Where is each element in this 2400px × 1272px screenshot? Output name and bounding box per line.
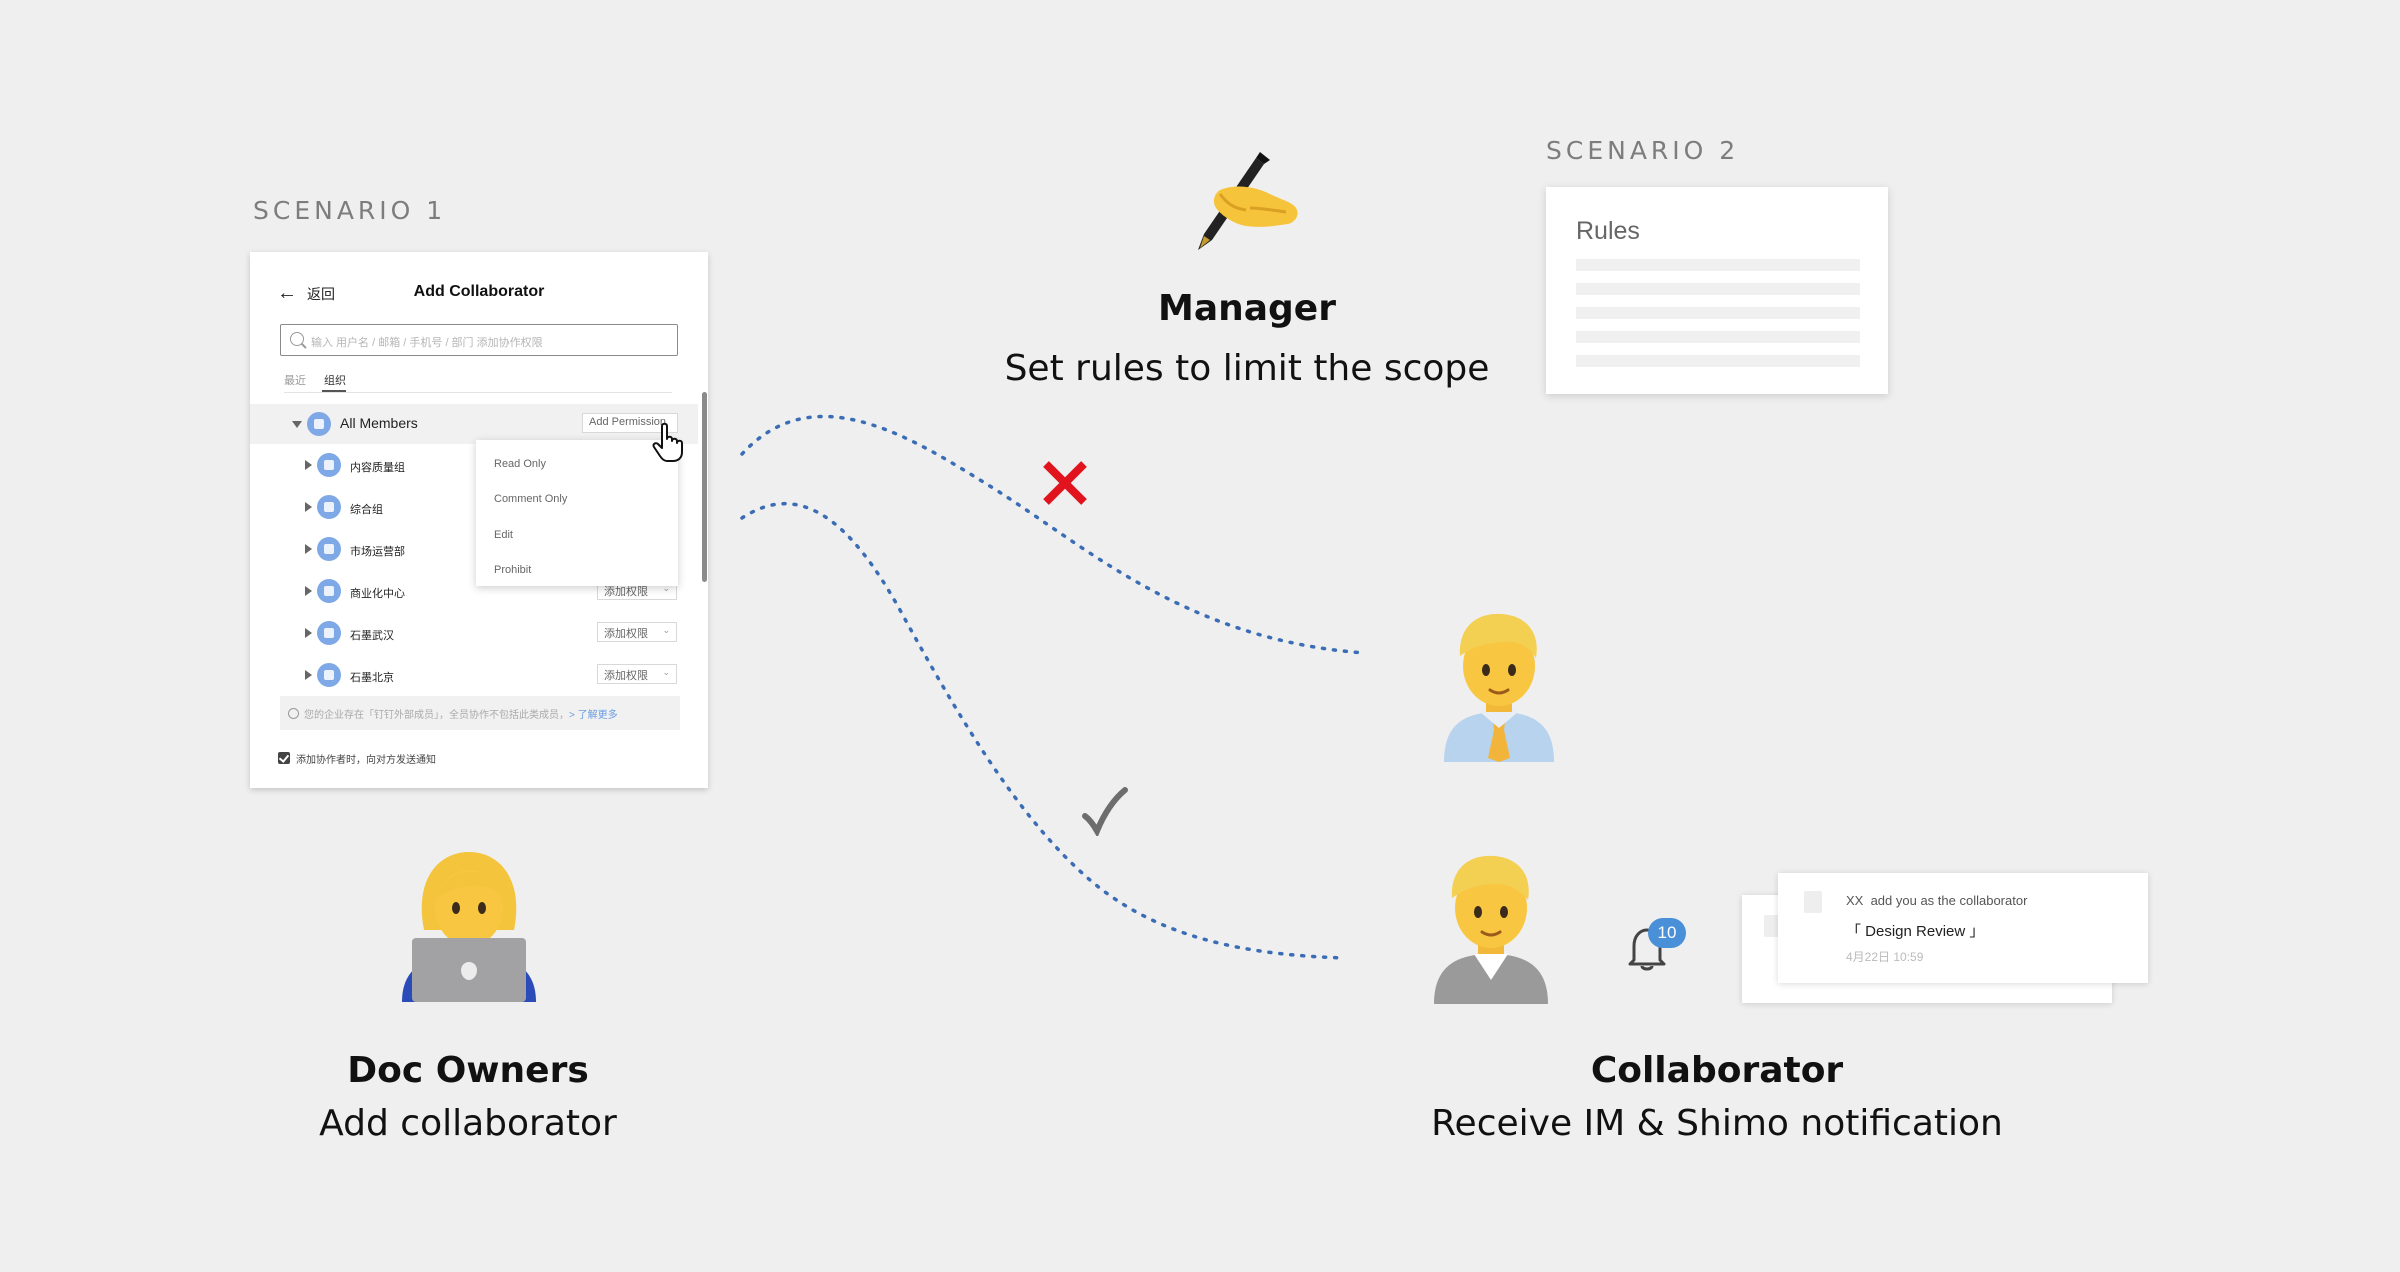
add-permission-button[interactable]: Add Permission [582,413,678,433]
collaborator-title: Collaborator [1590,1050,1844,1091]
scenario-1-label: SCENARIO 1 [253,196,447,225]
list-item[interactable]: 石墨北京 添加权限 ⌄ [250,654,698,696]
org-label: 石墨武汉 [350,630,394,642]
tab-bar: 最近 组织 [284,370,672,393]
list-item[interactable]: 内容质量组 [250,444,698,486]
expand-right-icon[interactable] [305,544,312,554]
allowed-check-icon [1082,787,1128,836]
manager-title: Manager [1158,288,1336,329]
organization-icon [307,412,331,436]
organization-icon [317,579,341,603]
add-permission-button[interactable]: 添加权限 ⌄ [597,622,677,642]
info-icon [288,708,299,719]
back-label[interactable]: 返回 [307,286,335,302]
rule-line [1576,307,1860,319]
document-icon [1764,915,1782,937]
notification-doc-title[interactable]: 「 Design Review 」 [1846,923,1985,940]
menu-item-edit[interactable]: Edit [494,529,513,541]
organization-icon [317,663,341,687]
org-label: 市场运营部 [350,546,405,558]
active-tab-underline [322,390,346,392]
collaborator-person-icon [1434,855,1548,1004]
expand-right-icon[interactable] [305,586,312,596]
notification-card[interactable]: XX add you as the collaborator 「 Design … [1778,873,2148,983]
rule-line [1576,331,1860,343]
expand-right-icon[interactable] [305,502,312,512]
rule-line [1576,355,1860,367]
learn-more-link[interactable]: > 了解更多 [569,710,618,721]
rule-line [1576,259,1860,271]
chevron-down-icon: ⌄ [662,583,670,593]
rule-line [1576,283,1860,295]
org-label: 石墨北京 [350,672,394,684]
tab-recent[interactable]: 最近 [284,375,306,387]
search-icon [290,332,304,346]
menu-item-prohibit[interactable]: Prohibit [494,564,532,576]
expand-right-icon[interactable] [305,460,312,470]
notify-checkbox[interactable] [278,752,290,764]
info-text: 您的企业存在「钉钉外部成员」，全员协作不包括此类成员，> 了解更多 [304,706,618,721]
expand-down-icon[interactable] [292,421,302,428]
search-input[interactable]: 输入 用户名 / 邮箱 / 手机号 / 部门 添加协作权限 [280,324,678,356]
notification-message: XX add you as the collaborator [1846,893,2027,908]
org-label: 内容质量组 [350,462,405,474]
list-item[interactable]: 综合组 [250,486,698,528]
all-members-row[interactable]: All Members Add Permission [250,404,698,444]
organization-icon [317,495,341,519]
rules-title: Rules [1576,217,1640,245]
list-item[interactable]: 市场运营部 [250,528,698,570]
office-worker-man-icon [1444,613,1554,762]
chevron-down-icon: ⌄ [662,667,670,677]
add-permission-button[interactable]: 添加权限 ⌄ [597,664,677,684]
organization-icon [317,537,341,561]
all-members-label: All Members [340,415,418,431]
button-label: 添加权限 [604,586,648,598]
hand-cursor-icon [652,422,683,462]
org-label: 综合组 [350,504,383,516]
connector-to-collaborator [740,501,1347,960]
doc-owners-title: Doc Owners [347,1050,589,1091]
menu-item-comment-only[interactable]: Comment Only [494,493,568,505]
expand-right-icon[interactable] [305,670,312,680]
tab-organization[interactable]: 组织 [324,375,346,387]
info-banner: 您的企业存在「钉钉外部成员」，全员协作不包括此类成员，> 了解更多 [280,696,680,730]
doc-owner-woman-icon [402,852,536,1002]
manager-description: Set rules to limit the scope [1004,348,1490,389]
doc-owners-description: Add collaborator [319,1103,617,1144]
panel-title: Add Collaborator [413,283,545,300]
notification-badge: 10 [1648,918,1686,948]
document-icon [1804,891,1822,913]
organization-icon [317,453,341,477]
info-message: 您的企业存在「钉钉外部成员」，全员协作不包括此类成员， [304,710,569,721]
menu-item-read-only[interactable]: Read Only [494,458,546,470]
writing-hand-icon [1198,152,1298,250]
list-item[interactable]: 石墨武汉 添加权限 ⌄ [250,612,698,654]
scenario-2-label: SCENARIO 2 [1546,136,1740,165]
button-label: 添加权限 [604,670,648,682]
organization-icon [317,621,341,645]
notification-text: add you as the collaborator [1870,893,2028,908]
collaborator-description: Receive IM & Shimo notification [1431,1103,2003,1144]
back-arrow-icon[interactable]: ← [277,282,297,304]
connector-to-manager-scope [740,414,1367,655]
scrollbar[interactable] [702,392,707,582]
add-collaborator-panel: ← 返回 Add Collaborator 输入 用户名 / 邮箱 / 手机号 … [250,252,708,788]
org-label: 商业化中心 [350,588,405,600]
button-label: 添加权限 [604,628,648,640]
notification-time: 4月22日 10:59 [1846,950,1924,964]
search-placeholder: 输入 用户名 / 邮箱 / 手机号 / 部门 添加协作权限 [311,337,543,349]
notify-checkbox-label: 添加协作者时，向对方发送通知 [296,755,436,766]
notification-sender: XX [1846,893,1864,908]
permission-dropdown: Read Only Comment Only Edit Prohibit [476,440,678,586]
rules-card: Rules [1546,187,1888,394]
expand-right-icon[interactable] [305,628,312,638]
blocked-x-icon [1043,461,1087,505]
chevron-down-icon: ⌄ [662,625,670,635]
